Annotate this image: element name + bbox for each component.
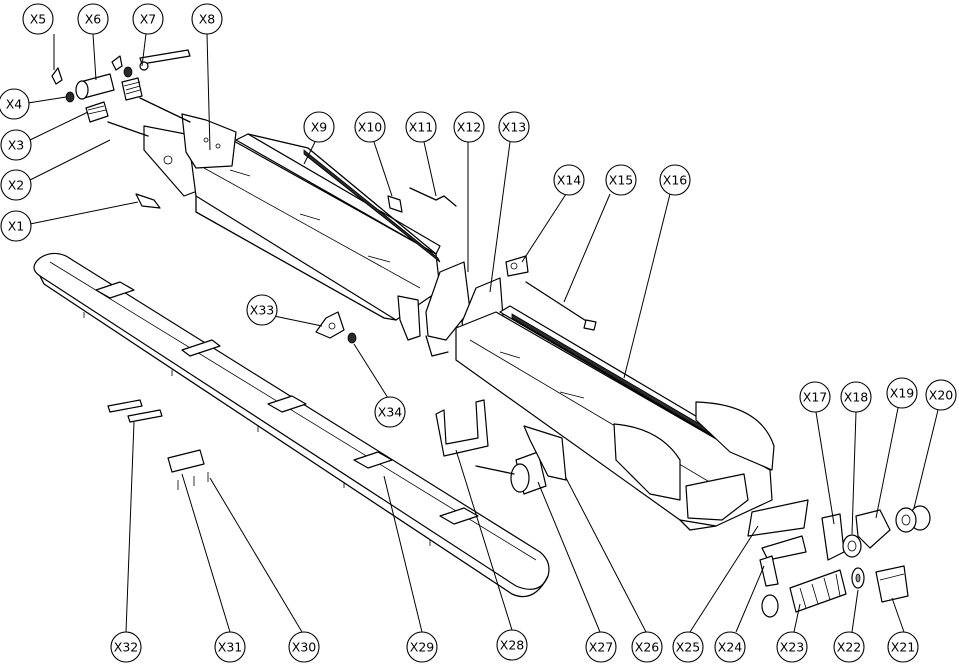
svg-text:X27: X27 — [589, 640, 613, 655]
svg-text:X31: X31 — [218, 640, 242, 655]
callout-X24: X24 — [714, 631, 746, 663]
callout-X34: X34 — [374, 396, 406, 428]
callout-X10: X10 — [354, 111, 386, 143]
callout-X30: X30 — [288, 631, 320, 663]
svg-text:X18: X18 — [844, 390, 869, 405]
svg-text:X5: X5 — [30, 12, 47, 27]
svg-text:X29: X29 — [410, 640, 435, 655]
callout-X29: X29 — [406, 631, 438, 663]
belt-cleats — [95, 281, 479, 525]
svg-text:X12: X12 — [457, 120, 481, 135]
callout-X12: X12 — [453, 111, 485, 143]
callout-X13: X13 — [498, 111, 530, 143]
svg-text:X3: X3 — [8, 138, 25, 153]
right-frame — [455, 305, 775, 531]
svg-text:X2: X2 — [8, 178, 25, 193]
callout-X26: X26 — [631, 631, 663, 663]
callout-X3: X3 — [0, 129, 32, 161]
callout-X15: X15 — [605, 164, 637, 196]
svg-text:X6: X6 — [85, 12, 102, 27]
svg-text:X20: X20 — [929, 388, 954, 403]
callout-bubbles: X5 X6 X7 X8 X4 X3 X2 X1 X9 X10 X11 X12 X… — [0, 3, 957, 663]
callout-X2: X2 — [0, 169, 32, 201]
svg-text:X34: X34 — [378, 405, 403, 420]
callout-X28: X28 — [496, 629, 528, 661]
callout-X21: X21 — [887, 631, 919, 663]
svg-text:X16: X16 — [663, 173, 688, 188]
callout-X17: X17 — [799, 381, 831, 413]
callout-X33: X33 — [246, 294, 278, 326]
callout-X1: X1 — [0, 210, 32, 242]
callout-X8: X8 — [191, 3, 223, 35]
svg-text:X24: X24 — [718, 640, 743, 655]
svg-text:X7: X7 — [140, 12, 157, 27]
svg-text:X21: X21 — [891, 640, 915, 655]
svg-text:X22: X22 — [837, 640, 861, 655]
callout-X11: X11 — [405, 111, 437, 143]
tail-parts — [51, 49, 191, 209]
svg-text:X15: X15 — [609, 173, 633, 188]
svg-text:X8: X8 — [199, 12, 216, 27]
callout-X23: X23 — [776, 631, 808, 663]
callout-X27: X27 — [585, 631, 617, 663]
callout-X14: X14 — [553, 164, 585, 196]
svg-text:X33: X33 — [250, 303, 274, 318]
svg-text:X11: X11 — [409, 120, 433, 135]
svg-text:X10: X10 — [358, 120, 383, 135]
callout-X31: X31 — [214, 631, 246, 663]
svg-text:X4: X4 — [6, 97, 23, 112]
svg-text:X23: X23 — [780, 640, 804, 655]
callout-X6: X6 — [77, 3, 109, 35]
callout-X18: X18 — [840, 381, 872, 413]
svg-text:X25: X25 — [676, 640, 700, 655]
svg-text:X14: X14 — [557, 173, 582, 188]
svg-text:X30: X30 — [292, 640, 317, 655]
callout-X7: X7 — [132, 3, 164, 35]
svg-text:X13: X13 — [502, 120, 526, 135]
callout-X32: X32 — [110, 631, 142, 663]
callout-X16: X16 — [659, 164, 691, 196]
callout-X19: X19 — [886, 377, 918, 409]
callout-X4: X4 — [0, 88, 30, 120]
leader-lines — [27, 33, 939, 633]
svg-text:X32: X32 — [114, 640, 138, 655]
callout-X9: X9 — [303, 111, 335, 143]
callout-X20: X20 — [925, 379, 957, 411]
svg-text:X9: X9 — [311, 120, 328, 135]
svg-text:X1: X1 — [8, 219, 25, 234]
callout-X5: X5 — [22, 3, 54, 35]
svg-text:X19: X19 — [890, 386, 915, 401]
svg-text:X26: X26 — [635, 640, 660, 655]
drive-end-parts — [747, 499, 931, 618]
conveyor-belt — [33, 252, 550, 598]
callout-X25: X25 — [672, 631, 704, 663]
callout-X22: X22 — [833, 631, 865, 663]
svg-text:X28: X28 — [500, 638, 525, 653]
left-frame — [143, 113, 441, 341]
svg-text:X17: X17 — [803, 390, 827, 405]
